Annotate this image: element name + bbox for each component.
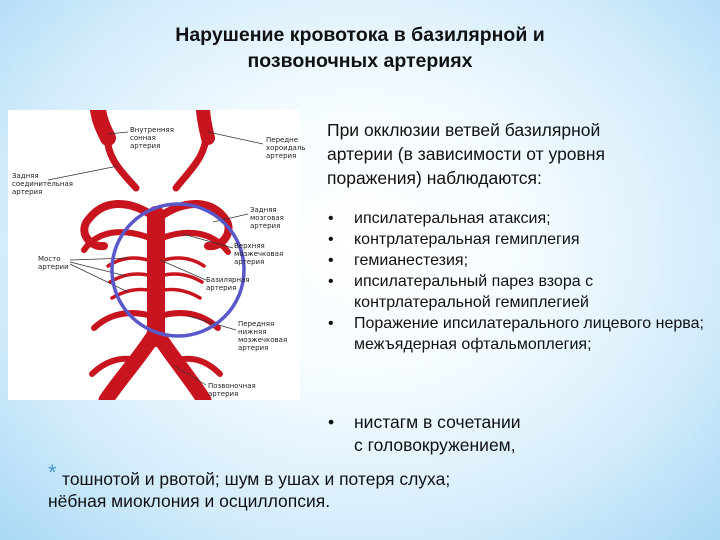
label-internal-carotid: Внутренняя сонная артерия bbox=[130, 126, 174, 150]
artery-diagram-drawing bbox=[47, 110, 264, 400]
list-item: •Поражение ипсилатерального лицевого нер… bbox=[328, 315, 704, 353]
lesion-circle bbox=[110, 202, 246, 338]
intro-text: При окклюзии ветвей базилярной артерии (… bbox=[327, 120, 605, 188]
label-posterior-communicating: Задняя соединительная артерия bbox=[12, 172, 74, 196]
list-item: • ипсилатеральный парез взора с контрлат… bbox=[328, 273, 594, 311]
symptom-list: •ипсилатеральная атаксия; •контрлатераль… bbox=[327, 208, 712, 355]
list-item-nystagmus: • нистагм в сочетании с головокружением, bbox=[328, 412, 521, 455]
list-item: • гемианестезия; bbox=[328, 252, 469, 269]
posterior-communicating-left bbox=[103, 126, 140, 192]
aica-right bbox=[161, 310, 221, 331]
list-item: •ипсилатеральная атаксия; bbox=[328, 210, 551, 227]
pontine-right-2 bbox=[162, 272, 204, 284]
pica-left bbox=[89, 355, 139, 377]
footer-text: тошнотой и рвотой; шум в ушах и потеря с… bbox=[48, 469, 451, 511]
pontine-left-3 bbox=[110, 287, 150, 300]
star-marker-icon: * bbox=[48, 460, 57, 485]
label-basilar: Базилярная артерия bbox=[206, 276, 250, 292]
pontine-right-3 bbox=[162, 287, 202, 300]
slide-title: Нарушение кровотока в базилярной и позво… bbox=[100, 22, 620, 74]
label-superior-cerebellar: Верхняя мозжечковая артерия bbox=[234, 242, 284, 266]
title-line-1: Нарушение кровотока в базилярной и bbox=[175, 24, 545, 46]
label-anterior-choroidal: Передне хороидаль артерия bbox=[266, 136, 306, 160]
artery-vessels bbox=[80, 110, 233, 400]
artery-diagram: Внутренняя сонная артерия Передне хороид… bbox=[8, 110, 305, 400]
leader-lines bbox=[47, 131, 264, 386]
label-pontine: Мосто артерии bbox=[38, 255, 69, 271]
list-item: •контрлатеральная гемиплегия bbox=[328, 231, 580, 248]
aica-left bbox=[91, 310, 151, 331]
superior-cerebellar-left bbox=[81, 229, 153, 253]
superior-cerebellar-right bbox=[159, 229, 231, 255]
label-posterior-cerebral: Задняя мозговая артерия bbox=[250, 206, 284, 230]
posterior-communicating-right bbox=[172, 126, 210, 192]
title-line-2: позвоночных артериях bbox=[247, 50, 473, 72]
label-vertebral: Позвоночная артерия bbox=[208, 382, 256, 398]
pica-right bbox=[175, 355, 223, 377]
vertebral-right bbox=[150, 327, 212, 400]
vertebral-left bbox=[98, 327, 162, 400]
label-anterior-inferior-cerebellar: Передняя нижняя мозжечковая артерия bbox=[238, 320, 288, 352]
pontine-left-2 bbox=[108, 272, 150, 284]
pontine-right-1 bbox=[162, 256, 206, 268]
